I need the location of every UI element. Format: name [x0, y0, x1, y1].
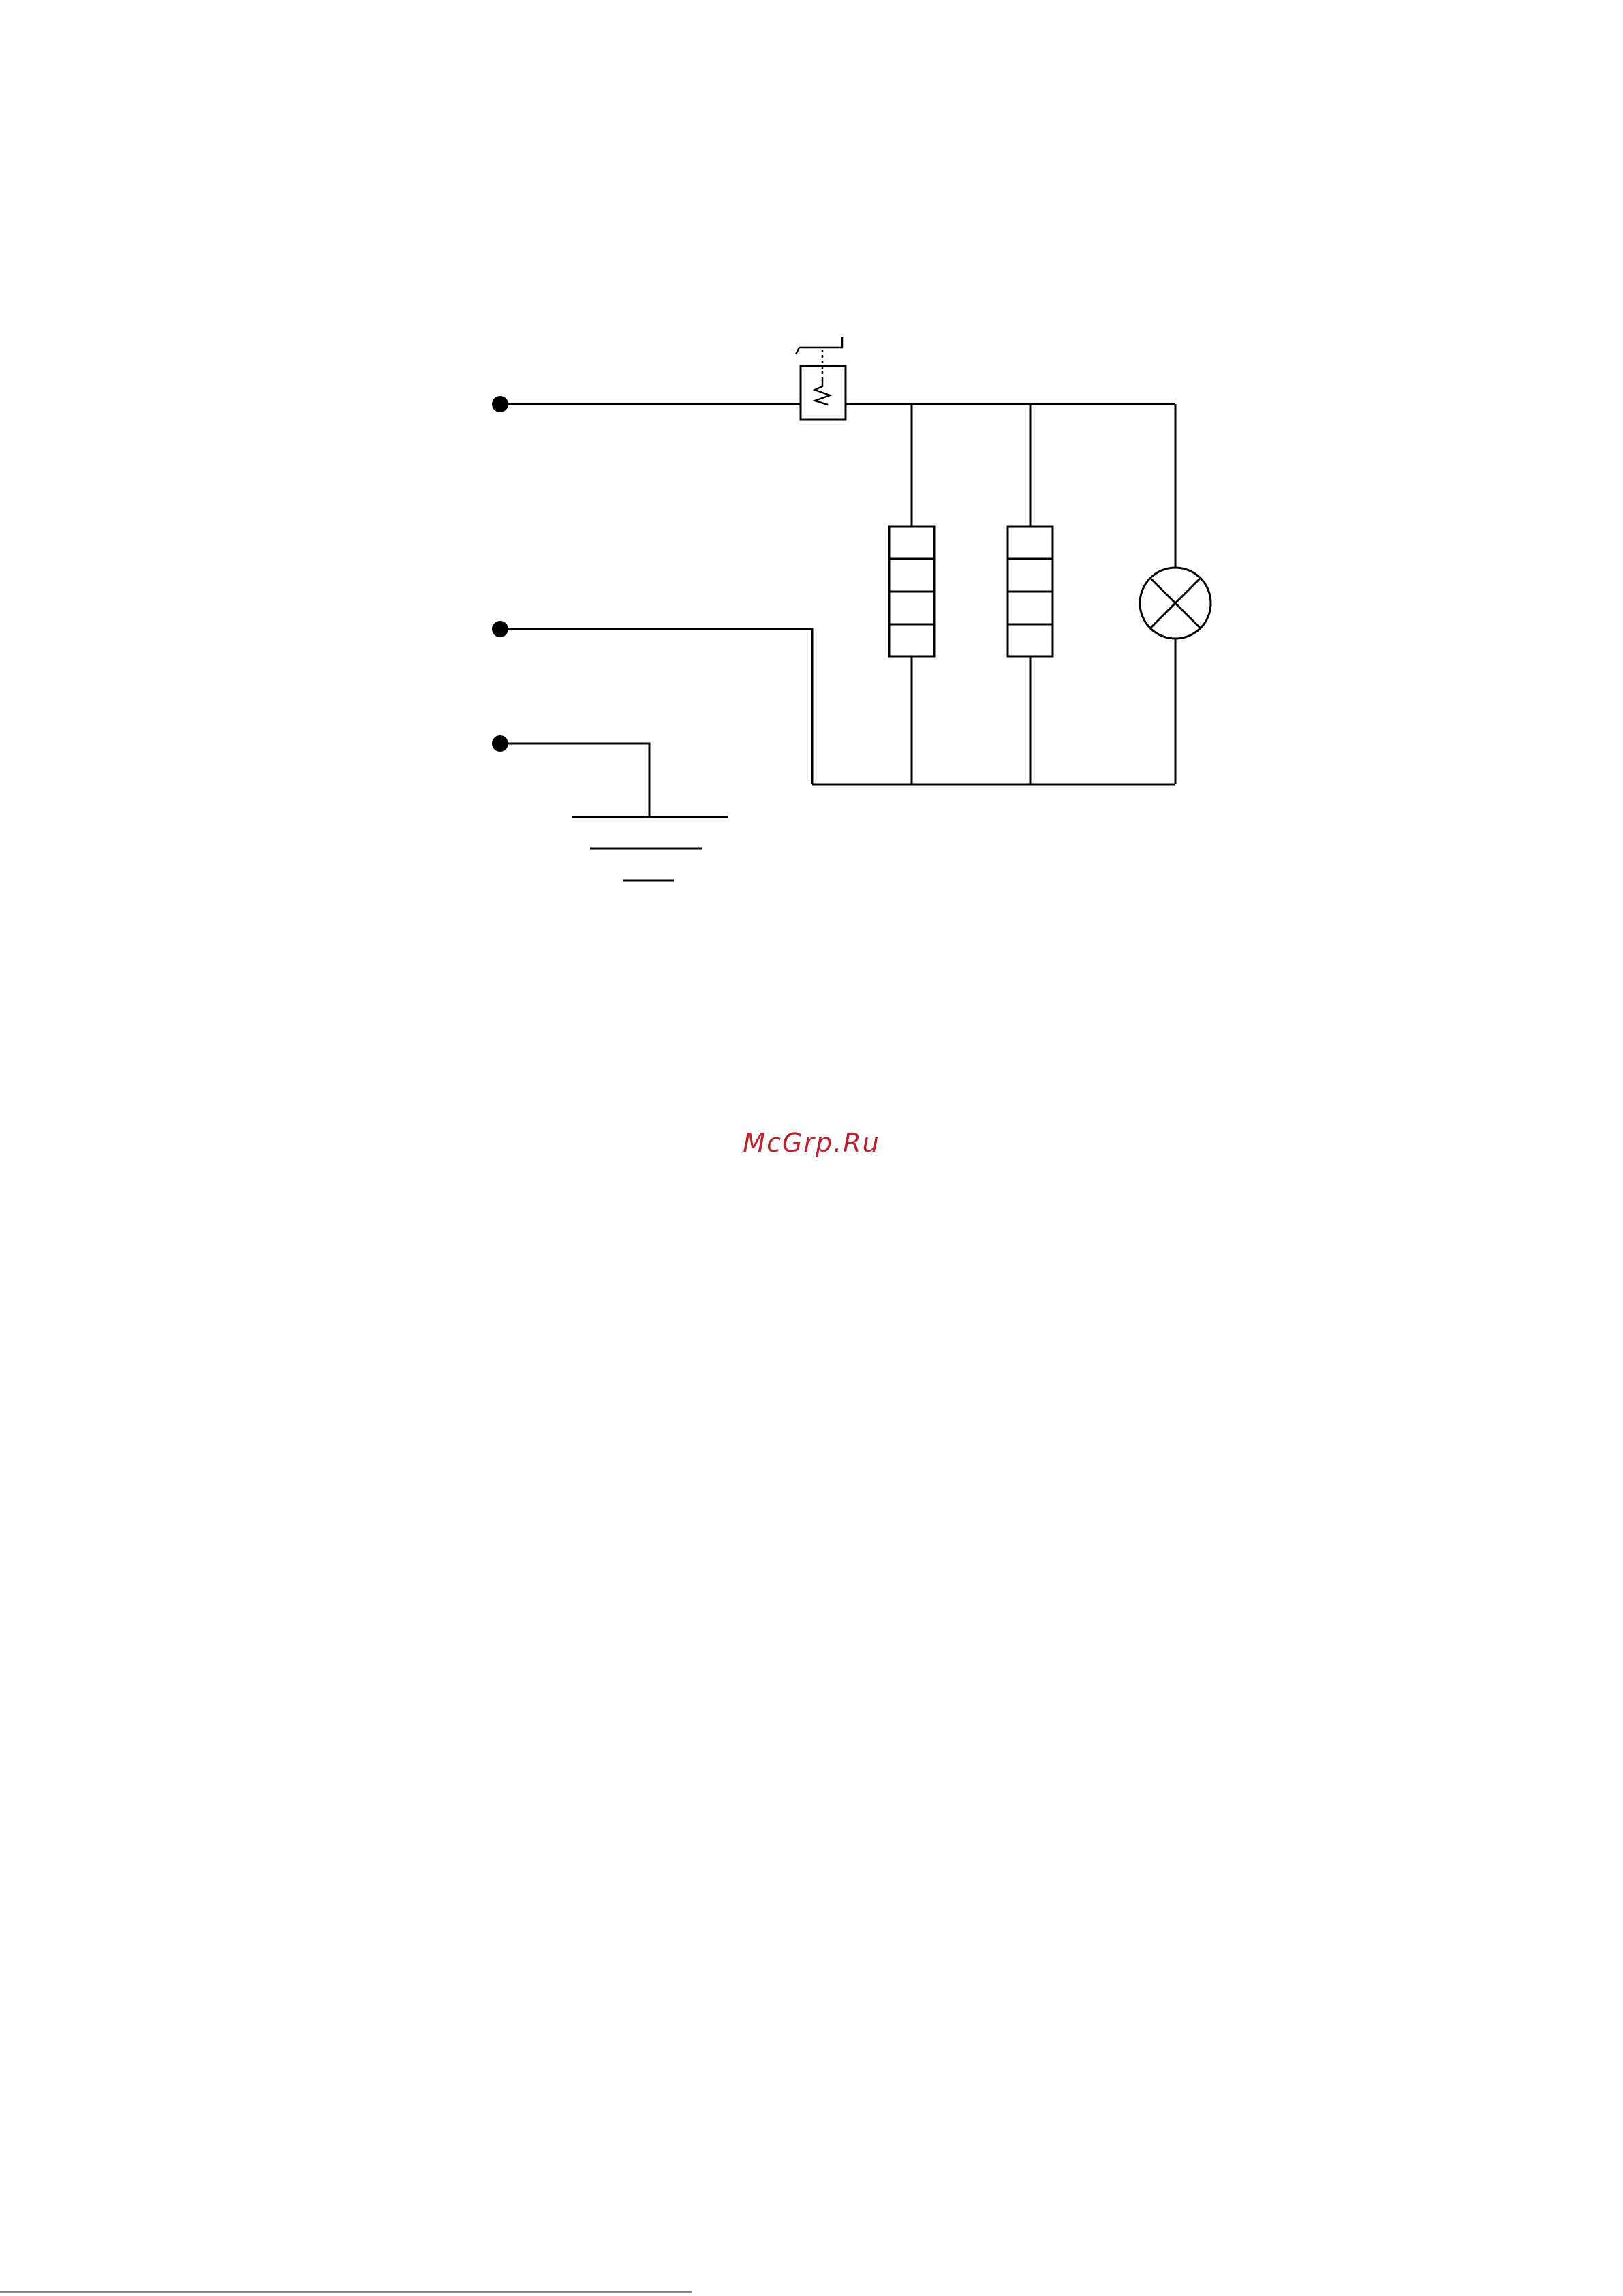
indicator-lamp — [1140, 568, 1211, 639]
heating-element-2 — [1008, 527, 1053, 656]
watermark: McGrp.Ru — [0, 1128, 1623, 1158]
thermal-switch-spring — [815, 380, 830, 405]
thermal-switch-actuator — [796, 337, 842, 354]
ground-symbol — [572, 817, 728, 881]
wire-ground — [500, 744, 649, 817]
footer-rule — [0, 2291, 692, 2293]
heating-element-1 — [889, 527, 934, 656]
thermal-switch — [796, 337, 846, 420]
wire-neutral — [500, 629, 812, 784]
